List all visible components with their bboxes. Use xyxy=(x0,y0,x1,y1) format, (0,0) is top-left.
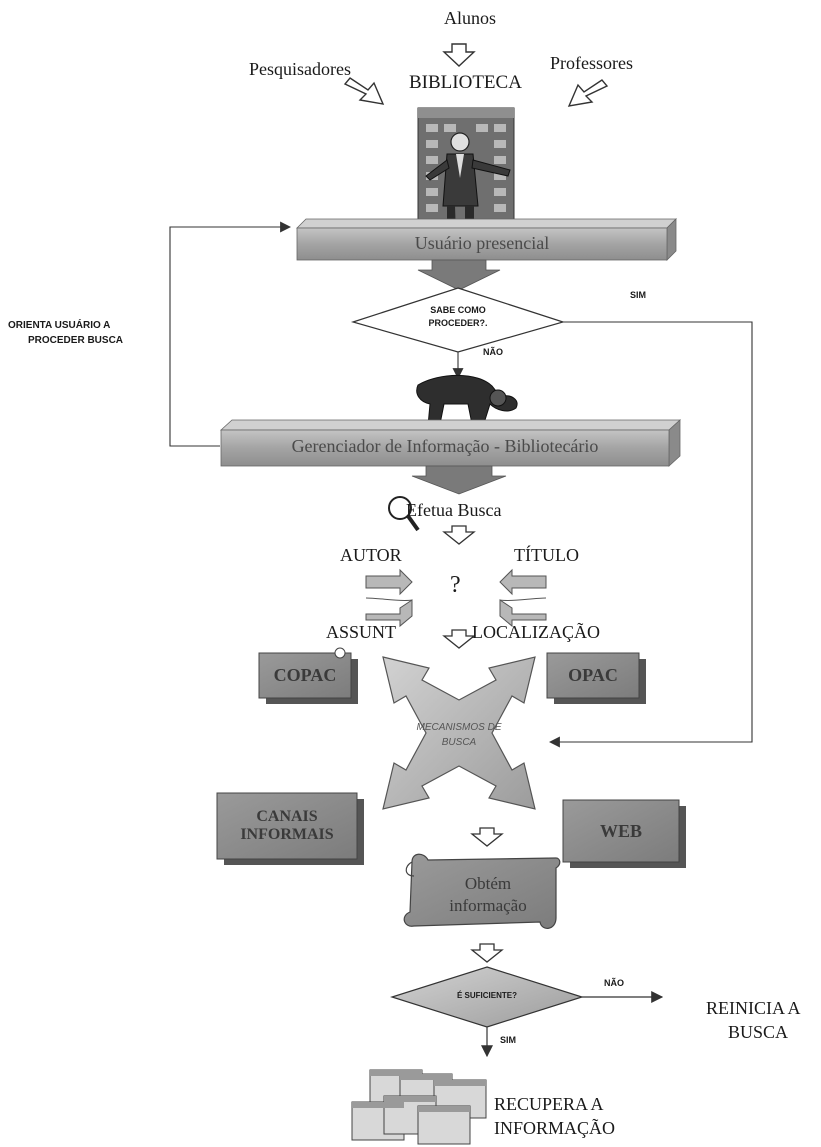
no-label-1: NÃO xyxy=(483,347,503,357)
connector-yes-to-mechanisms xyxy=(548,321,753,748)
copac-box xyxy=(258,647,358,704)
recover-line2: INFORMAÇÃO xyxy=(494,1118,616,1138)
arrow-subject xyxy=(365,597,413,628)
library-label: BIBLIOTECA xyxy=(409,72,522,93)
informal-channels-label: CANAIS INFORMAIS xyxy=(240,807,334,843)
arrow-to-mechanisms xyxy=(442,629,476,649)
obtain-line1: Obtém xyxy=(464,874,512,893)
professors-label: Professores xyxy=(550,53,633,73)
arrow-title xyxy=(499,568,547,596)
arrow-to-obtain xyxy=(470,827,504,847)
subject-label: ASSUNT xyxy=(326,622,397,642)
no-label-2: NÃO xyxy=(604,978,624,988)
yes-label-2: SIM xyxy=(500,1035,517,1045)
search-mechanisms-star xyxy=(382,656,536,810)
librarian-icon xyxy=(416,374,518,427)
obtain-line2: informação xyxy=(449,896,527,915)
magnifier-icon xyxy=(388,496,420,532)
restart-line1: REINICIA A xyxy=(706,998,801,1018)
opac-label: OPAC xyxy=(568,665,618,686)
copac-label: COPAC xyxy=(273,665,337,686)
restart-line2: BUSCA xyxy=(728,1022,789,1042)
students-label: Alunos xyxy=(444,8,497,28)
opac-box xyxy=(546,652,646,704)
user-bar-label: Usuário presencial xyxy=(414,233,550,253)
arrow-from-students xyxy=(442,43,476,67)
user-bar xyxy=(296,218,677,261)
orient-note-line2: PROCEDER BUSCA xyxy=(28,335,124,346)
yes-label-1: SIM xyxy=(630,290,647,300)
mechanisms-line1: MECANISMOS DE xyxy=(416,722,502,733)
connector-orient-loop xyxy=(169,221,292,447)
arrow-from-researchers xyxy=(343,77,385,105)
orient-note-line1: ORIENTA USUÁRIO A xyxy=(8,320,111,331)
location-label: LOCALIZAÇÃO xyxy=(472,622,600,642)
manager-bar xyxy=(219,419,682,467)
decision1-line2: PROCEDER?. xyxy=(428,318,488,328)
title-label: TÍTULO xyxy=(514,545,579,565)
obtain-information-scroll xyxy=(403,853,561,929)
arrow-location xyxy=(499,597,547,628)
arrow-manager-down xyxy=(411,465,507,495)
arrow-from-professors xyxy=(567,79,609,107)
recover-line1: RECUPERA A xyxy=(494,1094,604,1114)
arrow-search-down xyxy=(442,525,476,545)
decision2-label: É SUFICIENTE? xyxy=(456,991,517,1000)
web-box xyxy=(562,799,686,868)
author-label: AUTOR xyxy=(340,545,402,565)
arrow-user-to-decision xyxy=(417,259,501,291)
web-label: WEB xyxy=(599,820,642,841)
mechanisms-line2: BUSCA xyxy=(441,737,477,748)
question-mark: ? xyxy=(450,572,461,598)
decision1-line1: SABE COMO xyxy=(430,305,486,315)
researchers-label: Pesquisadores xyxy=(249,59,351,79)
arrow-to-sufficient xyxy=(470,943,504,963)
informal-channels-box xyxy=(216,792,364,865)
manager-bar-label: Gerenciador de Informação - Bibliotecári… xyxy=(291,436,599,456)
search-label: Efetua Busca xyxy=(406,500,502,520)
documents-stack-icon xyxy=(351,1069,487,1145)
arrow-author xyxy=(365,568,413,596)
